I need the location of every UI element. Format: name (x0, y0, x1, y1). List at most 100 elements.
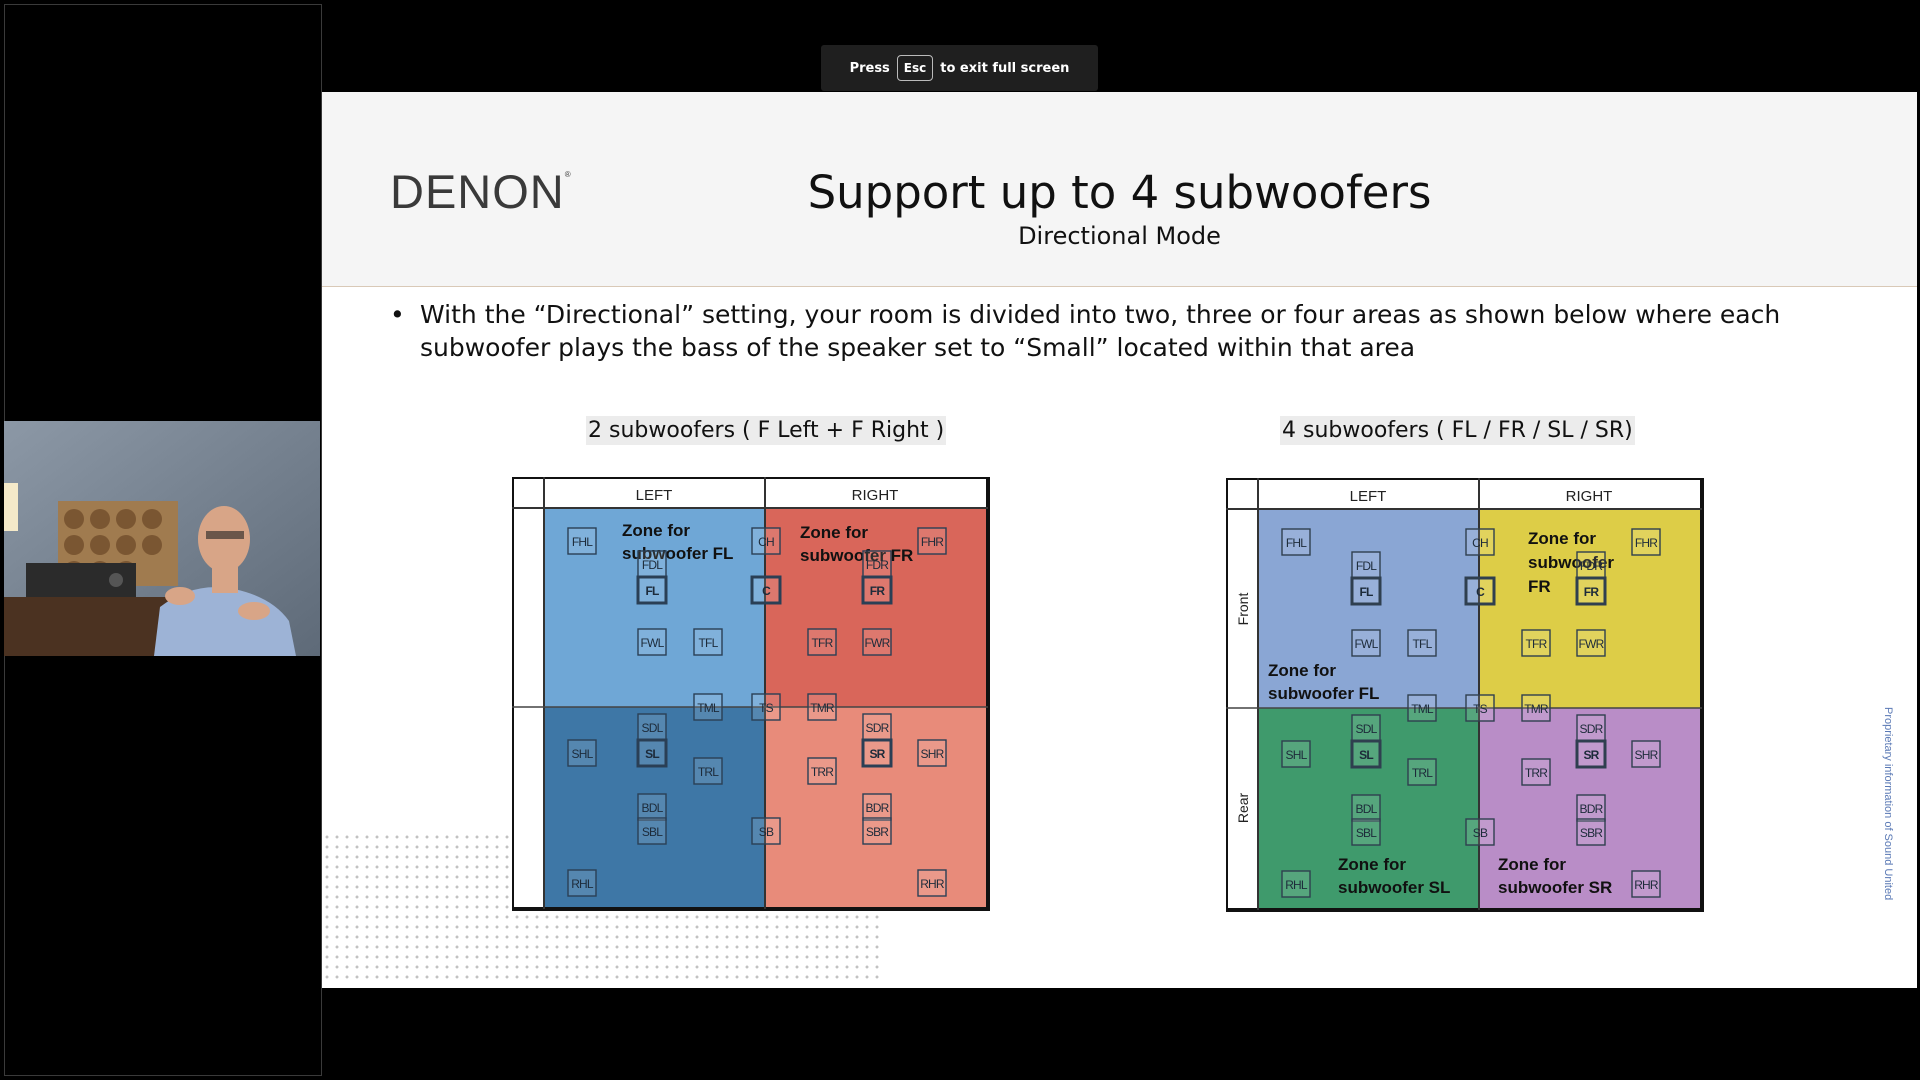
speaker-label: FWL (641, 636, 665, 650)
zone-fr-label-line3: FR (1528, 577, 1551, 596)
speaker-rhl: RHL (1281, 870, 1311, 898)
speaker-sdr: SDR (862, 713, 892, 741)
speaker-trr: TRR (1521, 758, 1551, 786)
speaker-label: SHR (1635, 748, 1659, 762)
presenter-video-frame (4, 421, 320, 656)
speaker-fdl: FDL (1351, 551, 1381, 579)
speaker-fhr: FHR (917, 527, 947, 555)
column-left-header: LEFT (636, 487, 673, 504)
speaker-fwl: FWL (1351, 629, 1381, 657)
speaker-label: SHR (921, 747, 945, 761)
zone-top-left (544, 508, 765, 707)
zone-top-right (765, 508, 986, 707)
speaker-label: SHL (1286, 748, 1308, 762)
speaker-label: RHR (1634, 878, 1659, 892)
column-right-header: RIGHT (852, 487, 899, 504)
speaker-fr: FR (1575, 576, 1607, 606)
speaker-fwr: FWR (862, 628, 892, 656)
zone-fl-label-line2: subwoofer FL (622, 544, 733, 563)
speaker-label: FL (645, 584, 659, 598)
speaker-label: BDR (1580, 802, 1604, 816)
speaker-label: FHL (1286, 536, 1307, 550)
speaker-label: SB (1473, 826, 1488, 840)
speaker-label: SBR (1580, 826, 1603, 840)
speaker-label: TRR (1525, 766, 1548, 780)
speaker-fdl: FDL (637, 550, 667, 578)
zone-fr-label-line2: subwoofer FR (800, 546, 913, 565)
speaker-tfr: TFR (807, 628, 837, 656)
esc-key[interactable]: Esc (896, 55, 934, 81)
speaker-label: BDL (642, 801, 664, 815)
speaker-label: BDR (866, 801, 890, 815)
speaker-shr: SHR (1631, 740, 1661, 768)
speaker-sl: SL (1350, 739, 1382, 769)
speaker-label: BDL (1356, 802, 1378, 816)
presenter-video[interactable] (4, 421, 320, 656)
row-rear-label: Rear (1235, 792, 1251, 823)
speaker-label: RHL (1285, 878, 1308, 892)
speaker-sbr: SBR (862, 817, 892, 845)
speaker-label: TMR (1524, 702, 1549, 716)
speaker-ch: CH (751, 527, 781, 555)
speaker-label: SDL (642, 721, 664, 735)
speaker-rhr: RHR (1631, 870, 1661, 898)
speaker-tfl: TFL (693, 628, 723, 656)
speaker-label: FWL (1355, 637, 1379, 651)
speaker-label: SL (645, 747, 659, 761)
speaker-trl: TRL (1407, 758, 1437, 786)
speaker-sr: SR (861, 738, 893, 768)
slide-title: Support up to 4 subwoofers (807, 166, 1432, 219)
zone-fr-label-line1: Zone for (800, 523, 868, 542)
zone-sr-label-line2: subwoofer SR (1498, 878, 1612, 897)
speaker-sbl: SBL (637, 817, 667, 845)
speaker-sbr: SBR (1576, 818, 1606, 846)
speaker-label: C (762, 584, 771, 598)
speaker-label: FHL (572, 535, 593, 549)
speaker-shl: SHL (567, 739, 597, 767)
speaker-tml: TML (1407, 694, 1437, 722)
speaker-label: FR (1584, 585, 1600, 599)
speaker-label: FWR (1579, 637, 1605, 651)
speaker-c: C (750, 575, 782, 605)
speaker-label: TFR (812, 636, 834, 650)
speaker-sdr: SDR (1576, 714, 1606, 742)
speaker-label: FDR (1580, 559, 1603, 573)
speaker-label: TFL (1413, 637, 1433, 651)
speaker-tfr: TFR (1521, 629, 1551, 657)
column-right-header: RIGHT (1566, 488, 1613, 505)
speaker-tmr: TMR (1521, 694, 1551, 722)
speaker-label: FDR (866, 558, 889, 572)
zone-sr-label-line1: Zone for (1498, 855, 1566, 874)
speaker-label: FHR (1635, 536, 1658, 550)
speaker-fdr: FDR (1576, 551, 1606, 579)
speaker-label: FDL (642, 558, 663, 572)
diagram-left-label: 2 subwoofers ( F Left + F Right ) (586, 416, 947, 445)
speaker-label: CH (758, 535, 774, 549)
column-left-header: LEFT (1350, 488, 1387, 505)
zone-fl-label-line2: subwoofer FL (1268, 684, 1379, 703)
speaker-bdl: BDL (637, 793, 667, 821)
bullet-point: • With the “Directional” setting, your r… (390, 298, 1810, 364)
banner-press-text: Press (849, 60, 890, 76)
speaker-label: RHR (920, 877, 945, 891)
zone-fr (1479, 509, 1700, 708)
speaker-fdr: FDR (862, 550, 892, 578)
speaker-label: TRL (698, 765, 719, 779)
speaker-bdl: BDL (1351, 794, 1381, 822)
proprietary-notice: Proprietary information of Sound United (1882, 707, 1894, 901)
speaker-fr: FR (861, 575, 893, 605)
speaker-label: SHL (572, 747, 594, 761)
zone-sl-label-line2: subwoofer SL (1338, 878, 1450, 897)
speaker-label: SBR (866, 825, 889, 839)
speaker-label: FR (870, 584, 886, 598)
speaker-trl: TRL (693, 757, 723, 785)
zone-fl-label-line1: Zone for (1268, 661, 1336, 680)
diagram-two-subwoofers: LEFT RIGHT Zone for subwoofer FL Zone fo… (512, 477, 990, 911)
speaker-sb: SB (751, 817, 781, 845)
speaker-label: TFR (1526, 637, 1548, 651)
speaker-fwl: FWL (637, 628, 667, 656)
speaker-sdl: SDL (1351, 714, 1381, 742)
banner-exit-text: to exit full screen (940, 60, 1070, 76)
speaker-sbl: SBL (1351, 818, 1381, 846)
